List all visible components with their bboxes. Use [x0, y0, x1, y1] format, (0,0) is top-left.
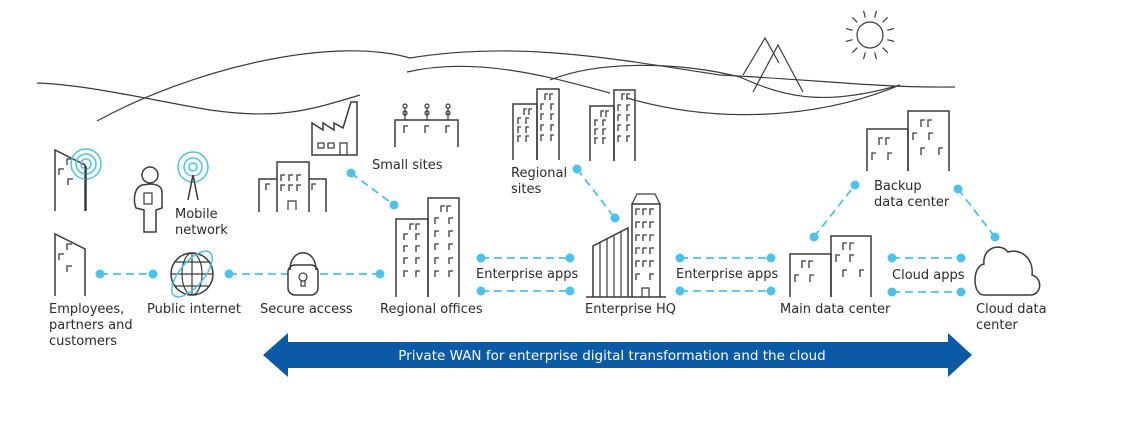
link-main-dc-cloud [887, 253, 966, 297]
padlock-icon [287, 252, 319, 296]
employees-label: Employees, partners and customers [49, 302, 137, 349]
small-sites-label: Small sites [372, 158, 443, 173]
regional-sites-icon [512, 88, 636, 161]
link-internet-secure-access [224, 269, 385, 279]
cloud-data-center-label: Cloud data center [976, 302, 1051, 333]
person-icon [133, 166, 163, 233]
regional-sites-label: Regional sites [511, 166, 571, 197]
office-building-icon [54, 232, 86, 296]
globe-icon [170, 250, 214, 298]
backup-data-center-icon [866, 110, 950, 171]
hills [36, 50, 956, 122]
mobile-network-label: Mobile network [175, 207, 228, 238]
link-main-dc-backup [809, 180, 860, 242]
link-employees-internet [95, 269, 158, 279]
regional-offices-label: Regional offices [380, 302, 483, 317]
link-hq-main-dc [675, 253, 776, 296]
private-wan-banner: Private WAN for enterprise digital trans… [263, 333, 972, 377]
link-offices-hq [476, 253, 575, 296]
small-office-icon [258, 161, 327, 212]
private-wan-label: Private WAN for enterprise digital trans… [398, 348, 826, 364]
link-regional-sites-hq [572, 164, 620, 223]
main-data-center-icon [789, 235, 872, 297]
link-hq-main-dc-label: Enterprise apps [676, 267, 778, 282]
backup-data-center-label: Backup data center [874, 179, 950, 210]
small-sites-icon [394, 103, 459, 147]
cloud-icon [974, 246, 1041, 296]
cell-tower-icon [177, 151, 209, 201]
skyscraper-icon [586, 193, 666, 298]
sun-icon [845, 10, 895, 60]
link-main-dc-cloud-label: Cloud apps [892, 268, 965, 283]
link-small-sites-regional-offices [346, 168, 399, 210]
enterprise-hq-label: Enterprise HQ [585, 302, 676, 317]
regional-offices-icon [395, 197, 460, 297]
factory-icon [311, 101, 358, 156]
public-internet-label: Public internet [147, 302, 241, 317]
link-backup-cloud [953, 184, 1000, 242]
secure-access-label: Secure access [260, 302, 353, 317]
remote-building-icon [54, 148, 102, 211]
main-data-center-label: Main data center [780, 302, 891, 317]
mountains [742, 36, 804, 93]
link-offices-hq-label: Enterprise apps [476, 267, 578, 282]
